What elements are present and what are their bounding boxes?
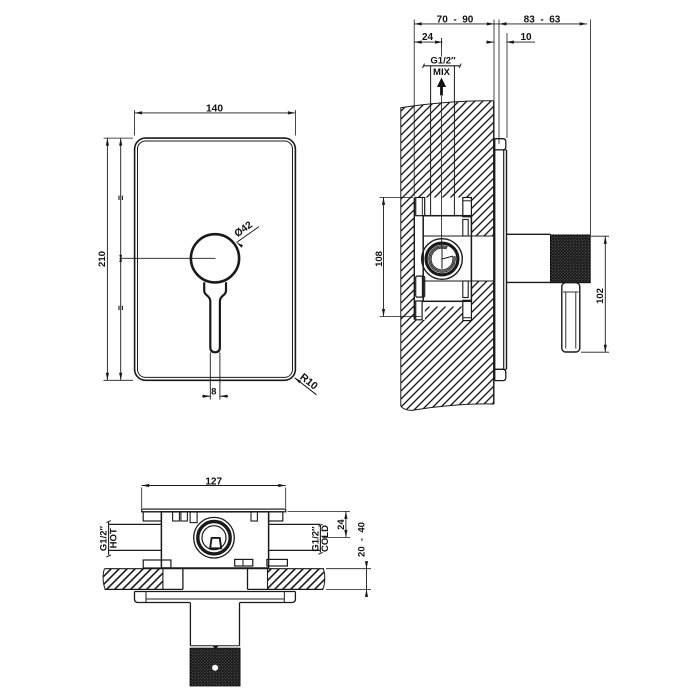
- svg-text:8: 8: [211, 386, 216, 397]
- svg-text:70 - 90: 70 - 90: [437, 15, 474, 26]
- svg-text:108: 108: [374, 251, 385, 267]
- svg-text:HOT: HOT: [109, 528, 120, 548]
- svg-text:G1/2″: G1/2″: [99, 525, 110, 551]
- svg-text:83 - 63: 83 - 63: [524, 15, 561, 26]
- svg-text:10: 10: [520, 32, 532, 43]
- svg-text:24: 24: [422, 32, 434, 43]
- svg-text:24: 24: [336, 519, 347, 530]
- svg-text:20 - 40: 20 - 40: [357, 522, 368, 557]
- svg-text:COLD: COLD: [320, 525, 331, 552]
- svg-text:G1/2″: G1/2″: [310, 526, 321, 552]
- svg-text:G1/2″: G1/2″: [430, 56, 456, 67]
- svg-text:127: 127: [205, 476, 222, 487]
- svg-text:102: 102: [595, 288, 606, 304]
- svg-text:210: 210: [97, 251, 108, 267]
- svg-text:140: 140: [206, 103, 223, 114]
- svg-text:MIX: MIX: [433, 67, 451, 78]
